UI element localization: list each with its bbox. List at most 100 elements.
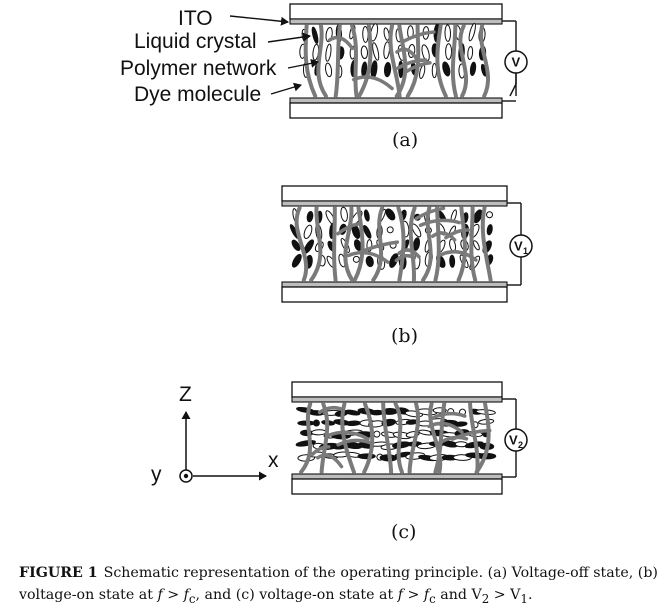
voltage-source-icon — [509, 234, 533, 258]
dye-molecule — [291, 239, 301, 252]
dye-molecule — [486, 224, 493, 236]
polymer-branch — [438, 435, 469, 445]
polymer-strand — [309, 206, 323, 282]
polymer-network-pointer — [287, 58, 319, 69]
polymer-network-label: Polymer network — [120, 57, 277, 80]
lc-molecule — [472, 240, 480, 251]
polymer-strand — [357, 24, 373, 98]
top-glass-substrate — [289, 3, 503, 20]
polymer-strand — [303, 24, 318, 98]
panel-b-label: (b) — [391, 325, 418, 347]
polymer-branch — [336, 438, 374, 447]
dye-molecule-pointer — [270, 82, 302, 95]
polymer-strand — [381, 402, 394, 474]
voltage-subscript: 1 — [523, 246, 528, 256]
polymer-strand — [468, 402, 480, 474]
top-glass-substrate — [291, 381, 503, 398]
polymer-strand — [408, 206, 417, 282]
dye-molecule — [357, 453, 376, 460]
polymer-strand — [421, 206, 433, 282]
lc-molecule — [444, 24, 452, 42]
bottom-glass-substrate — [291, 478, 503, 495]
polymer-branch — [402, 30, 436, 43]
dye-molecule — [453, 421, 468, 427]
polymer-strand — [433, 206, 441, 282]
polymer-strand — [316, 24, 328, 98]
dye-molecule — [398, 60, 404, 79]
liquid-crystal-pointer — [267, 32, 311, 43]
voltage-subscript: 2 — [518, 440, 523, 450]
lc-molecule — [386, 226, 394, 234]
lc-molecule — [360, 45, 369, 59]
dye-molecule — [383, 61, 392, 78]
polymer-branch — [327, 35, 355, 51]
polymer-branch — [403, 61, 432, 74]
polymer-strand — [469, 206, 478, 282]
polymer-branch — [346, 250, 390, 264]
panel-c-label: (c) — [391, 521, 416, 543]
polymer-strand — [350, 24, 359, 98]
polymer-strand — [474, 402, 491, 474]
polymer-strand — [393, 402, 404, 474]
cell-interior — [289, 206, 494, 282]
coordinate-axes: Z x y — [151, 383, 279, 486]
polymer-branch — [396, 58, 428, 70]
polymer-strand — [458, 24, 469, 98]
polymer-branch — [430, 411, 467, 421]
dye-molecule — [312, 419, 320, 427]
polymer-branch — [316, 453, 344, 469]
dye-molecule — [363, 209, 370, 222]
voltage-label: V — [512, 55, 521, 70]
lc-molecule — [445, 43, 453, 60]
polymer-branch — [430, 231, 457, 242]
lc-molecule — [325, 43, 332, 62]
liquid-crystal-label: Liquid crystal — [134, 30, 257, 53]
voltage-source-icon — [504, 428, 528, 452]
cell-interior — [299, 22, 491, 98]
dye-molecule — [345, 420, 362, 426]
polymer-branch — [317, 405, 345, 415]
top-ito-layer — [291, 396, 503, 403]
dye-molecule — [469, 61, 477, 76]
x-axis-label: x — [268, 449, 279, 472]
polymer-strand — [394, 24, 408, 98]
lc-molecule — [325, 62, 333, 78]
ito-label: ITO — [178, 7, 213, 30]
z-axis-label: Z — [179, 383, 192, 406]
polymer-strand — [407, 402, 421, 474]
open-switch — [509, 83, 517, 97]
dye-molecule — [449, 254, 456, 268]
dye-molecule — [442, 61, 451, 77]
polymer-branch — [418, 218, 461, 227]
top-ito-layer — [289, 18, 503, 25]
cell-interior — [295, 402, 497, 474]
dye-molecule — [385, 208, 396, 221]
dye-molecule — [365, 255, 374, 268]
polymer-strand — [396, 206, 406, 282]
voltage-source-icon — [504, 50, 528, 74]
bottom-glass-substrate — [289, 102, 503, 119]
polymer-branch — [326, 430, 370, 441]
lc-molecule — [352, 255, 360, 263]
dye-molecule-label: Dye molecule — [134, 83, 261, 106]
polymer-strand — [299, 402, 313, 474]
polymer-strand — [343, 206, 355, 282]
polymer-strand — [294, 206, 309, 282]
top-glass-substrate — [281, 185, 508, 202]
polymer-branch — [439, 249, 478, 262]
polymer-branch — [310, 445, 331, 457]
bottom-glass-substrate — [281, 286, 508, 303]
polymer-strand — [480, 206, 493, 282]
polymer-branch — [394, 253, 417, 263]
lc-molecule — [467, 45, 474, 60]
dye-molecule — [311, 26, 319, 44]
voltage-circuit: V — [502, 20, 528, 102]
panel-a-label: (a) — [392, 129, 418, 151]
lc-molecule — [486, 211, 494, 219]
figure-number: FIGURE 1 — [19, 565, 98, 581]
dye-molecule — [306, 210, 314, 223]
